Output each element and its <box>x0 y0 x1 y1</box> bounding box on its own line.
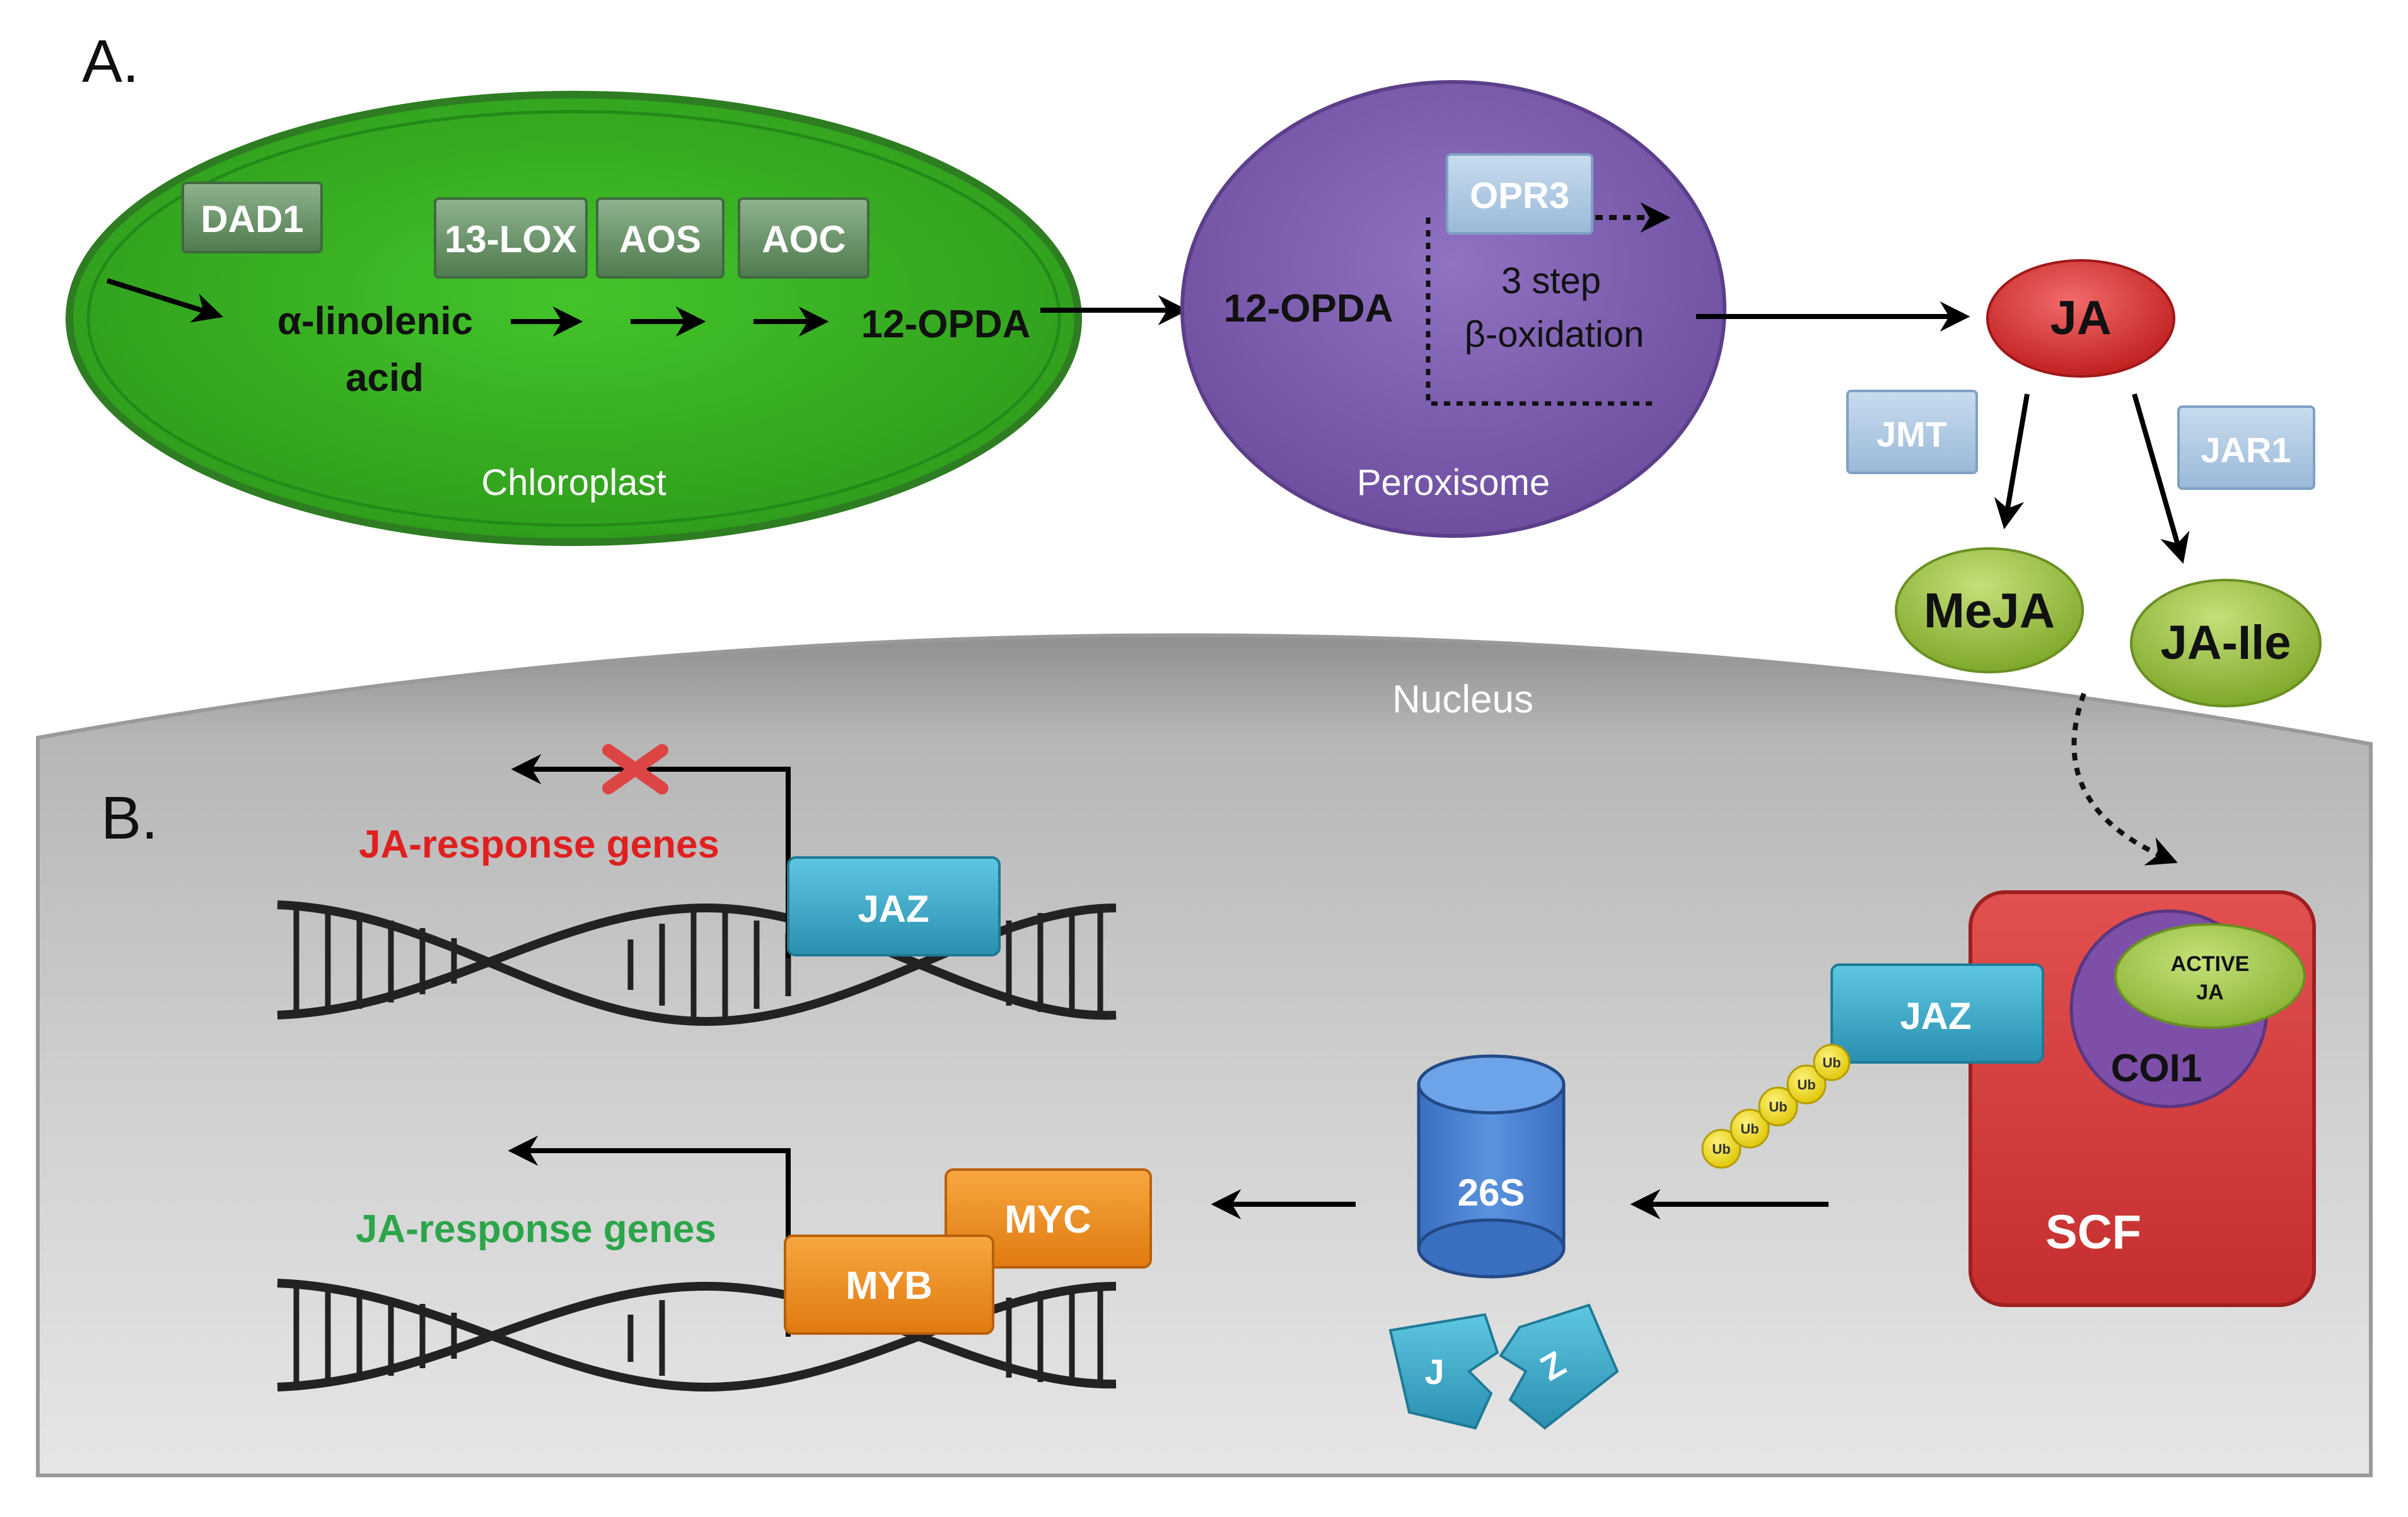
ja-label: JA <box>2050 291 2111 345</box>
enzyme-jar1: JAR1 <box>2177 405 2315 490</box>
beta-oxidation-line2: β-oxidation <box>1465 314 1644 355</box>
chloroplast-label: Chloroplast <box>481 462 666 503</box>
ub-3 <box>1758 1086 1798 1127</box>
meja-label: MeJA <box>1924 583 2055 638</box>
genes-active-label: JA-response genes <box>356 1207 716 1251</box>
ub-1 <box>1701 1129 1742 1169</box>
block-x-icon <box>602 744 668 794</box>
chloroplast-inner-membrane <box>86 110 1061 527</box>
myc-factor: MYC <box>945 1168 1152 1269</box>
ub-2 <box>1730 1108 1770 1149</box>
ub-5-label: Ub <box>1822 1055 1841 1071</box>
ub-1-label: Ub <box>1712 1141 1730 1157</box>
arrow-ja-to-meja <box>1994 393 2030 530</box>
scf-label: SCF <box>2045 1206 2141 1259</box>
enzyme-aos-label: AOS <box>619 218 701 260</box>
jaz-bound-label: JAZ <box>1900 995 1971 1037</box>
enzyme-opr3: OPR3 <box>1446 153 1593 235</box>
active-ja-ligand: ACTIVE JA <box>2114 923 2306 1029</box>
jaz-bound: JAZ <box>1830 963 2044 1064</box>
jaz-fragment-z: Z <box>1499 1303 1619 1430</box>
jaz-repressor-label: JAZ <box>858 888 929 930</box>
beta-oxidation-line1: 3 step <box>1501 260 1601 301</box>
fragment-j-label: J <box>1424 1352 1444 1392</box>
alpha-linolenic-acid-line1: α-linolenic <box>277 299 473 343</box>
enzyme-13-lox-label: 13-LOX <box>445 218 577 260</box>
coi1-label: COI1 <box>2111 1047 2202 1090</box>
myc-label: MYC <box>1004 1198 1091 1241</box>
ubiquitin-chain: Ub Ub Ub Ub Ub <box>1701 1043 1851 1169</box>
enzyme-aos: AOS <box>596 197 724 279</box>
myb-label: MYB <box>846 1264 933 1308</box>
proteasome-label: 26S <box>1458 1171 1525 1214</box>
arrow-ja-to-ja-ile <box>2132 393 2190 564</box>
enzyme-dad1-label: DAD1 <box>201 198 303 240</box>
ub-2-label: Ub <box>1740 1121 1759 1137</box>
enzyme-jar1-label: JAR1 <box>2201 430 2291 470</box>
enzyme-opr3-label: OPR3 <box>1470 175 1569 216</box>
ub-5 <box>1813 1043 1851 1081</box>
nucleus-envelope <box>36 633 2373 1477</box>
ja-ile-node <box>2130 579 2322 707</box>
ja-ile-label: JA-Ile <box>2161 616 2291 670</box>
panel-label-b: B. <box>101 784 158 852</box>
enzyme-13-lox: 13-LOX <box>434 197 588 279</box>
arrow-input <box>106 278 224 323</box>
opda-peroxisome: 12-OPDA <box>1224 287 1393 330</box>
meja-node <box>1895 547 2084 673</box>
jaz-repressor: JAZ <box>787 856 1001 956</box>
enzyme-jmt: JMT <box>1846 390 1978 474</box>
active-ja-line1: ACTIVE <box>2171 952 2250 976</box>
enzyme-aoc: AOC <box>738 197 870 279</box>
jaz-fragment-j: J <box>1388 1313 1499 1430</box>
ub-4 <box>1786 1064 1827 1105</box>
ub-3-label: Ub <box>1769 1099 1787 1115</box>
ja-node <box>1986 259 2175 378</box>
ub-4-label: Ub <box>1797 1077 1815 1093</box>
genes-repressed-label: JA-response genes <box>359 823 719 866</box>
enzyme-aoc-label: AOC <box>762 218 846 260</box>
panel-label-a: A. <box>82 28 139 95</box>
active-ja-line2: JA <box>2196 980 2223 1004</box>
enzyme-dad1: DAD1 <box>182 182 323 253</box>
myb-factor: MYB <box>784 1235 994 1335</box>
enzyme-jmt-label: JMT <box>1876 414 1947 454</box>
peroxisome-label: Peroxisome <box>1357 462 1550 503</box>
alpha-linolenic-acid-line2: acid <box>346 356 424 400</box>
opda-chloroplast: 12-OPDA <box>861 303 1031 346</box>
proteasome-26s: 26S <box>1417 1054 1566 1279</box>
nucleus-label: Nucleus <box>1392 678 1533 721</box>
